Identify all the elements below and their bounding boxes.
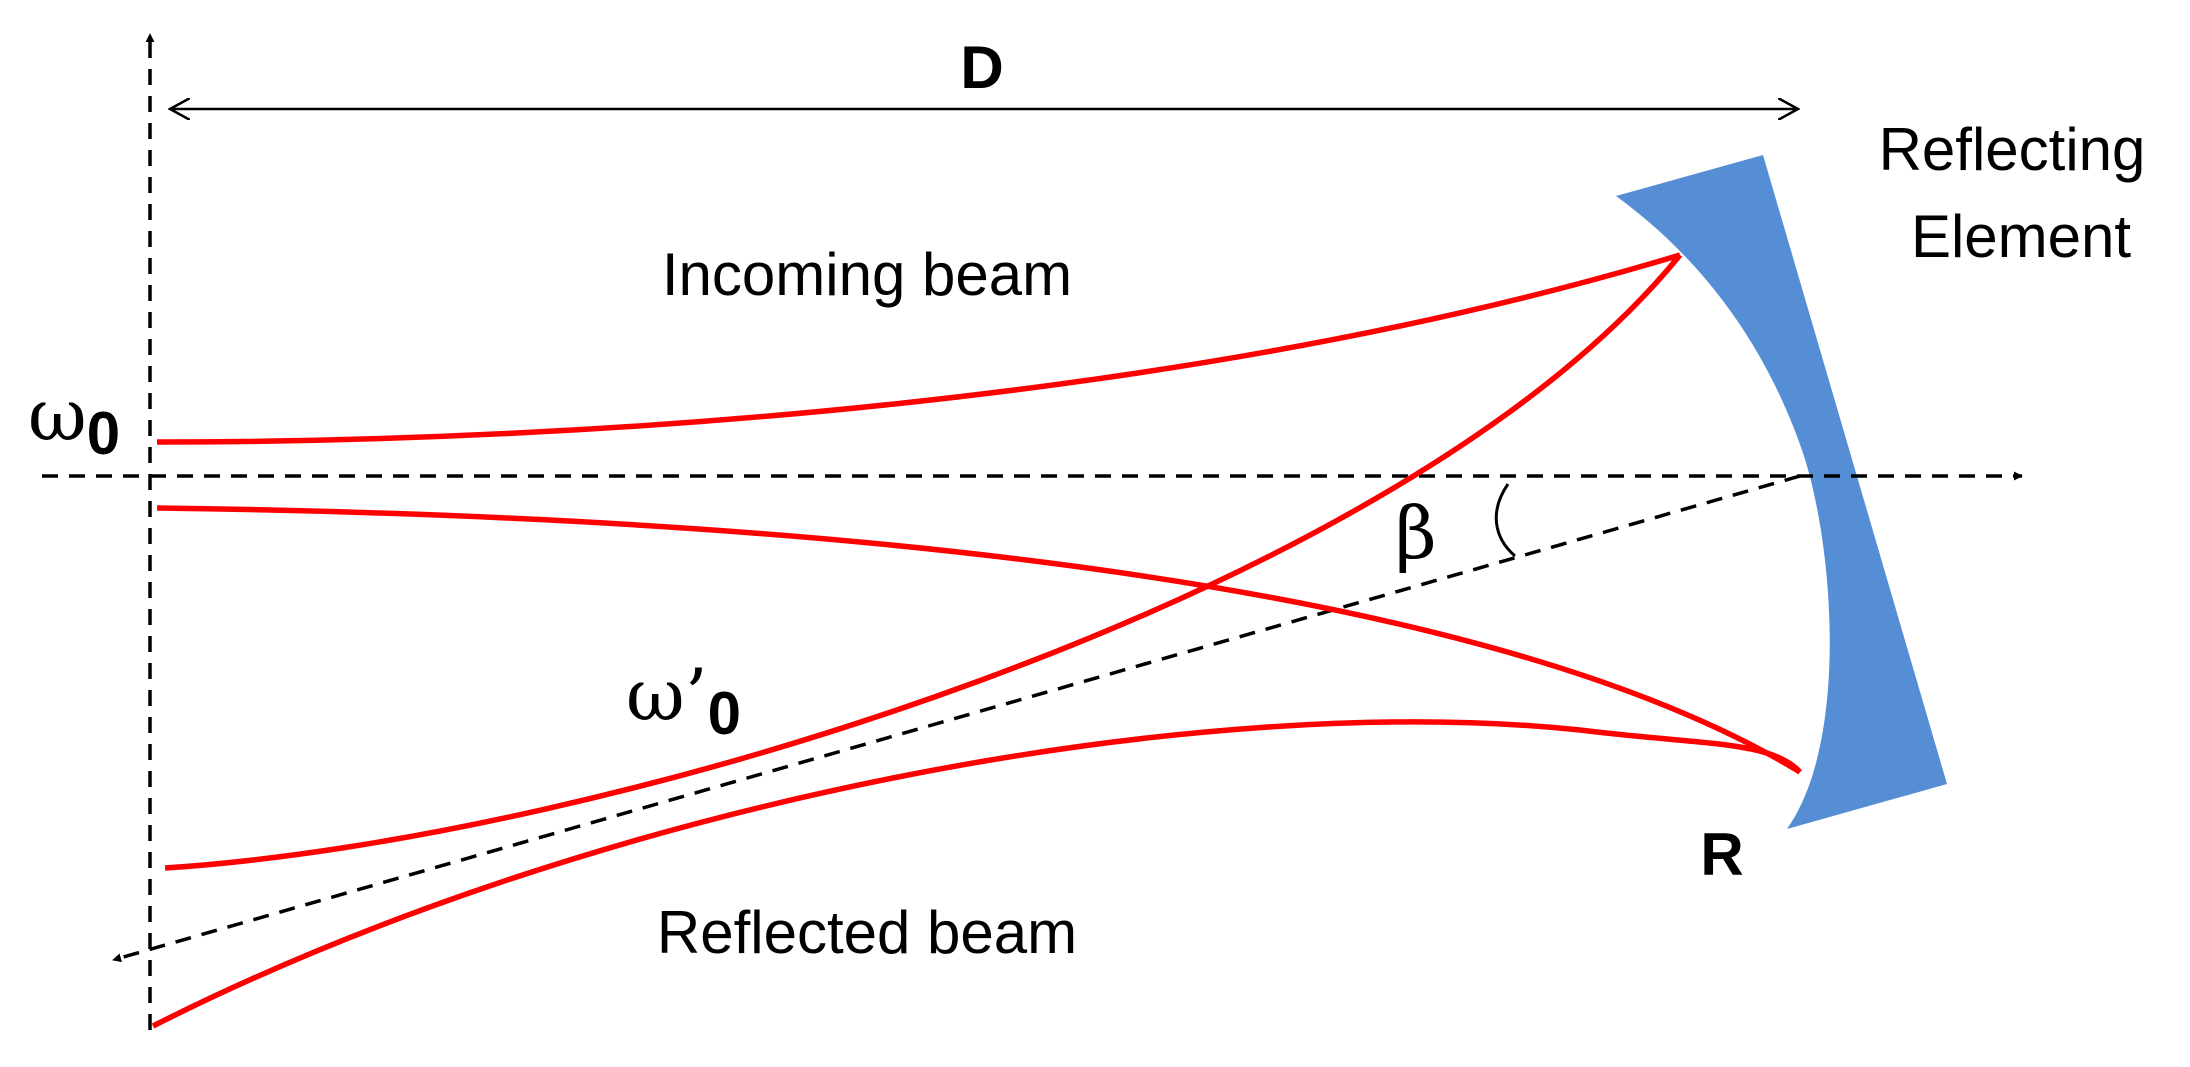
reflected-beam-label: Reflected beam [657,899,1077,966]
waist-subscript: 0 [87,400,120,467]
reflected-beam-upper-edge [164,253,1683,871]
reflecting-element-label-line2: Element [1911,203,2131,270]
incoming-beam-upper-edge [156,252,1681,445]
angle-arc [1494,483,1516,558]
incoming-beam-lower-edge [156,505,1802,775]
distance-label: D [960,34,1003,101]
reflected-beam-lower-edge [151,719,1803,1029]
radius-label: R [1700,821,1743,888]
reflected-waist-symbol: ω’ [626,653,708,737]
waist-label: ω0 [28,373,120,467]
reflected-axis [112,474,1801,963]
reflected-waist-label: ω’0 [626,653,741,747]
incoming-beam-label: Incoming beam [662,241,1072,308]
reflecting-element-shape [1616,155,1947,829]
reflected-waist-subscript: 0 [708,680,741,747]
reflecting-element-label-line1: Reflecting [1879,116,2146,183]
angle-label: β [1395,491,1437,575]
waist-symbol: ω [28,373,87,457]
